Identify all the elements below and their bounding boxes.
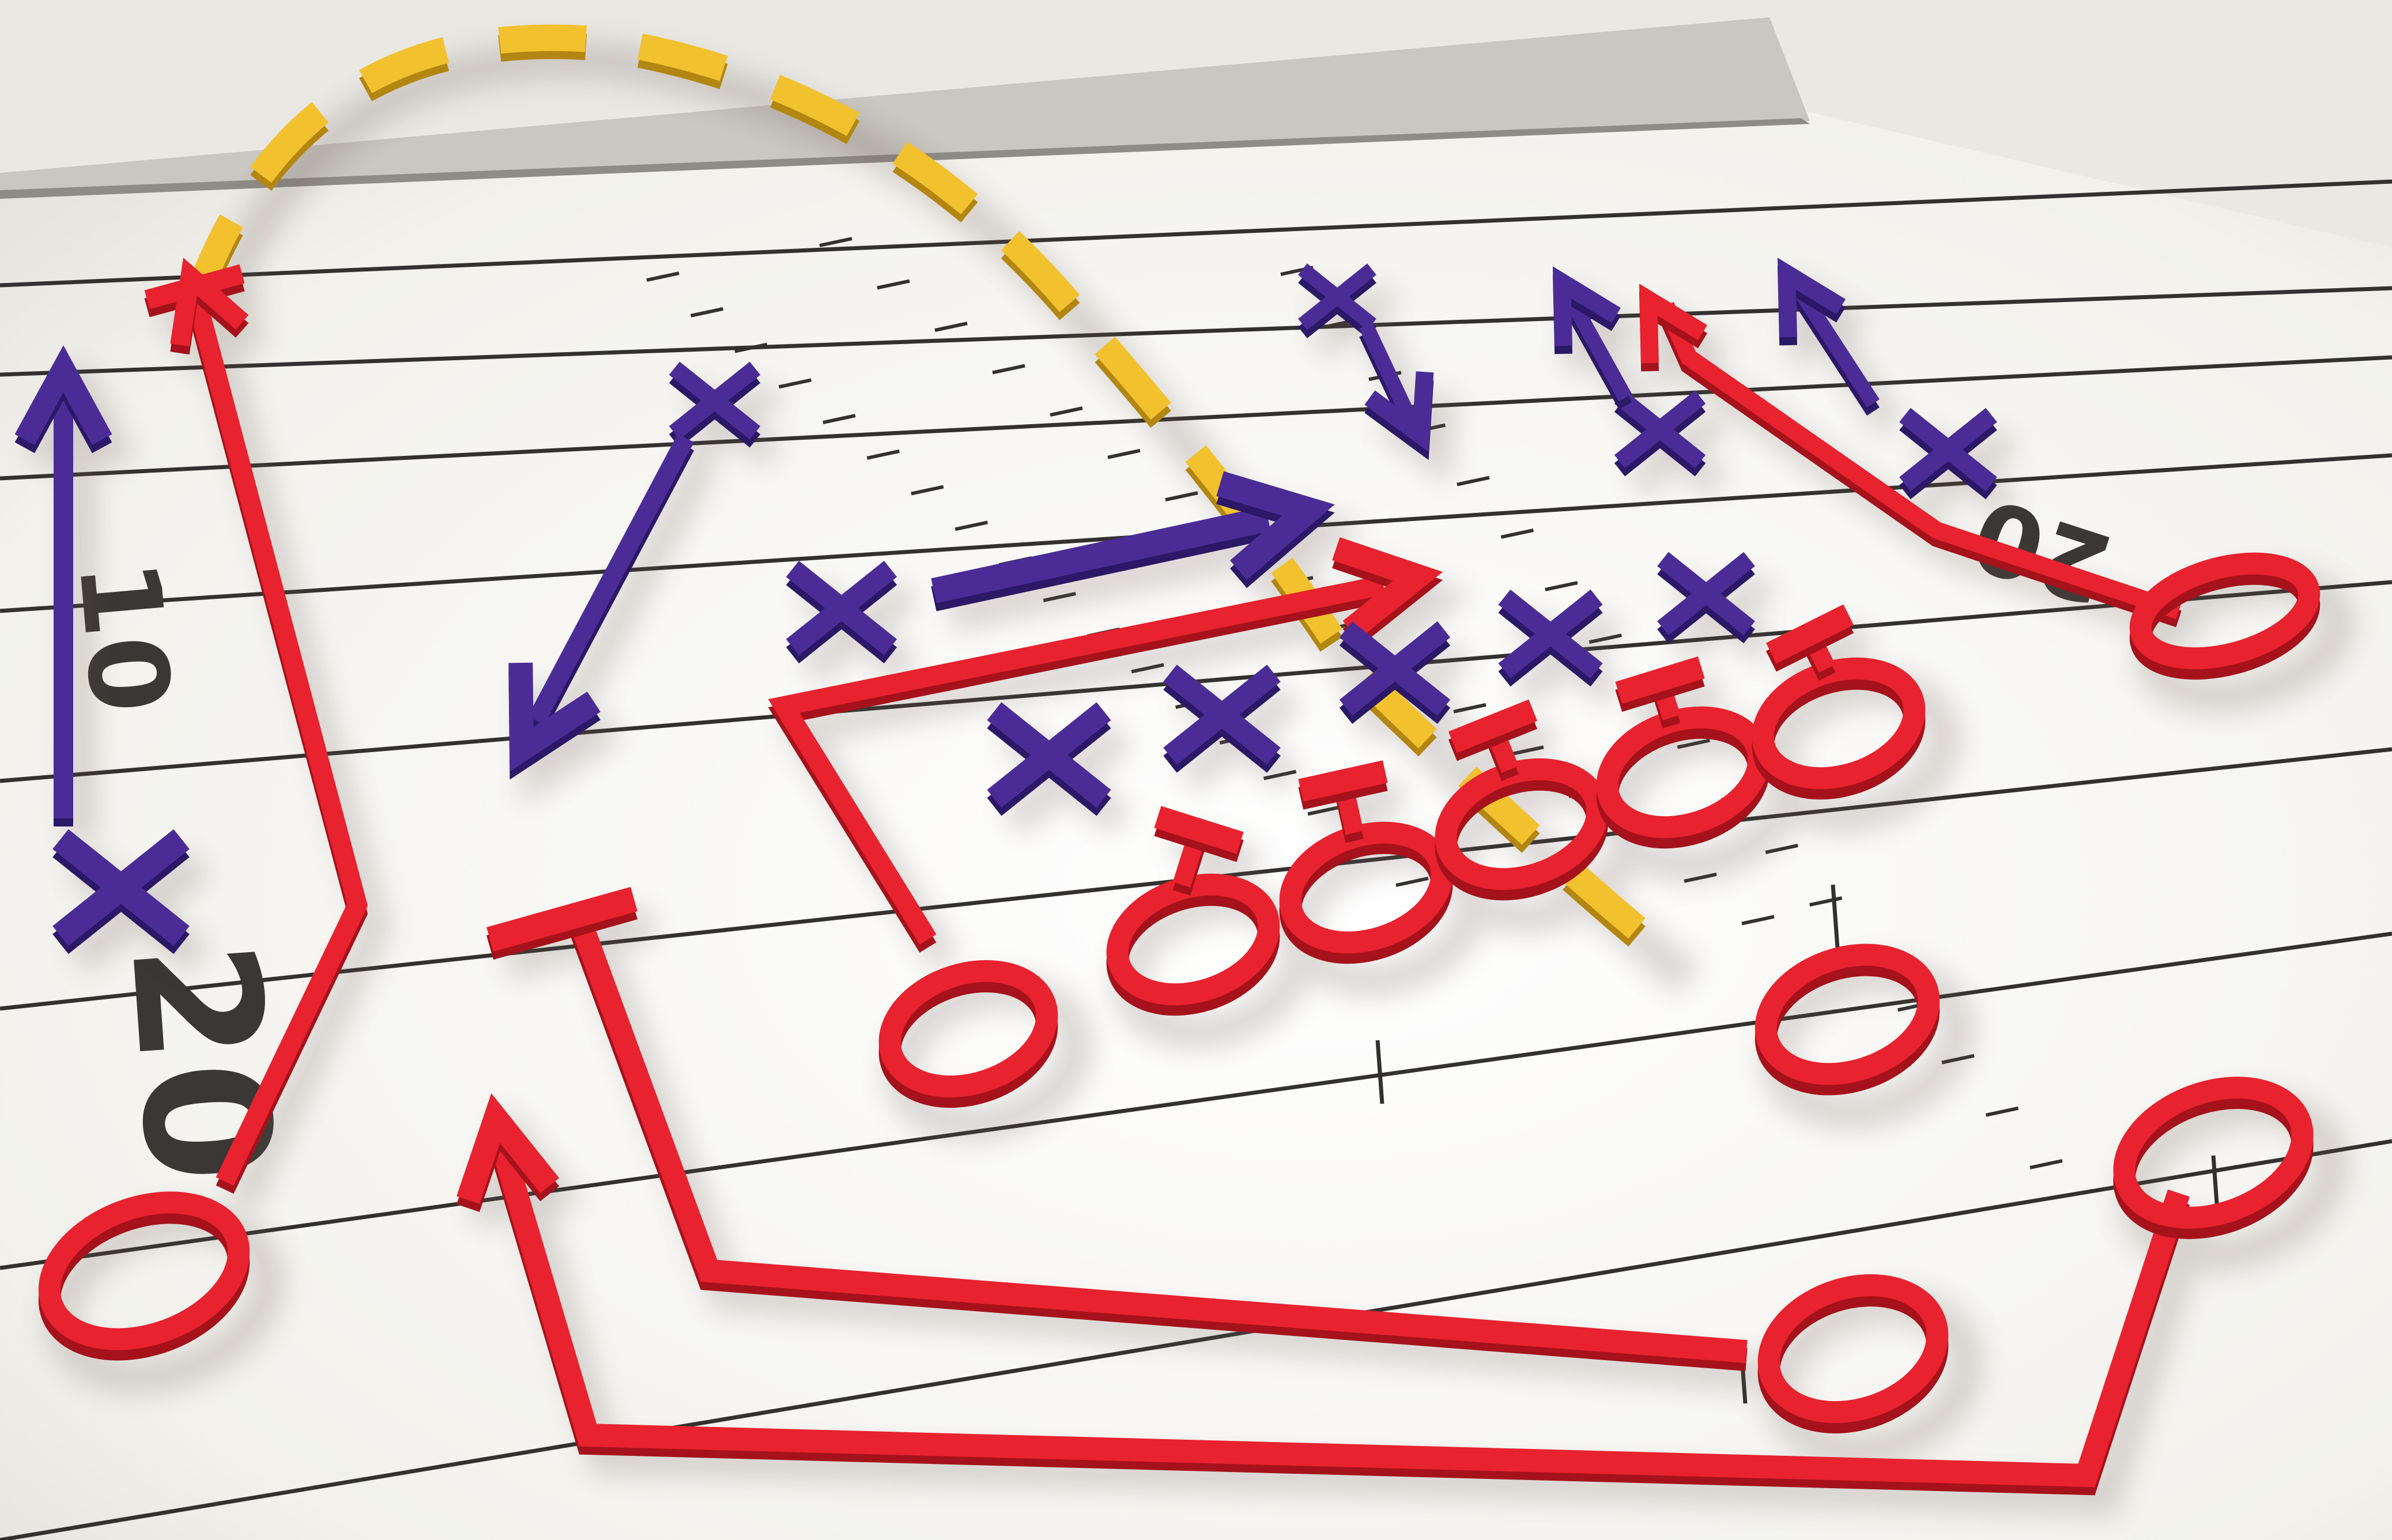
- far-sideline: [0, 17, 1810, 193]
- hash-mark: [1050, 406, 1083, 417]
- block-lineman-3-bar: [1448, 699, 1538, 753]
- player-o-right-receiver: [2129, 552, 2321, 670]
- hash-mark: [877, 279, 910, 290]
- defender-x-line-1: [987, 702, 1111, 808]
- hash-mark: [1985, 1106, 2019, 1117]
- route-left-receiver: [186, 294, 368, 1186]
- route-lb-right: [1561, 290, 1632, 402]
- player-o-far-right: [2113, 1077, 2314, 1229]
- block-lineman-1-bar: [1154, 806, 1244, 854]
- arrow-lb-right: [1552, 266, 1621, 346]
- block-lineman-2-bar: [1298, 760, 1388, 802]
- hash-mark: [992, 364, 1025, 375]
- ball-path: [183, 24, 1680, 967]
- hash-mark: [866, 449, 900, 460]
- route-defender-safety-shadow: [540, 454, 716, 750]
- defender-x-line-5: [1657, 552, 1755, 636]
- route-defender-deep: [1359, 322, 1419, 427]
- hash-mark: [911, 485, 944, 496]
- play-routes: [14, 24, 2321, 1496]
- hash-mark: [1500, 528, 1534, 539]
- hash-mark: [819, 237, 852, 247]
- hash-mark: [2029, 1159, 2063, 1169]
- arrow-right-receiver: [1639, 284, 1707, 364]
- hash-mark: [1375, 1040, 1384, 1104]
- hash-mark: [1457, 475, 1490, 486]
- arrow-left-receiver: [170, 258, 249, 347]
- defender-x-corner: [786, 561, 897, 655]
- arrow-outside: [1777, 258, 1846, 338]
- hash-mark: [1107, 448, 1141, 459]
- hash-mark: [690, 307, 724, 318]
- route-defender-corner: [931, 506, 1271, 603]
- hash-mark: [1165, 491, 1198, 502]
- yard-line: [0, 286, 2392, 377]
- block-lineman-5-bar: [1765, 604, 1854, 664]
- yard-line: [0, 179, 2392, 288]
- route-left-receiver-shadow: [198, 316, 391, 1211]
- defender-x-lb-right: [1614, 390, 1706, 469]
- route-defender-corner-shadow: [947, 524, 1289, 632]
- defender-x-line-3: [1339, 621, 1451, 716]
- player-o-qb-side: [878, 960, 1058, 1098]
- defender-x-safety: [669, 361, 761, 440]
- route-defender-safety: [527, 433, 695, 725]
- route-sweep: [484, 1120, 2190, 1488]
- yard-line: [0, 931, 2392, 1270]
- yard-line: [0, 355, 2392, 481]
- defender-x-left: [52, 829, 190, 946]
- arrow-defender-deep: [1364, 371, 1434, 452]
- hash-mark: [1545, 581, 1578, 591]
- arrow-sweep: [456, 1093, 560, 1204]
- hash-mark: [934, 322, 968, 332]
- defender-x-outside: [1899, 407, 1997, 492]
- block-running-back: [486, 886, 637, 952]
- player-o-slot: [1755, 943, 1940, 1085]
- player-o-left-receiver: [38, 1191, 250, 1350]
- arrow-defender-left: [14, 345, 112, 446]
- hash-mark: [1741, 915, 1775, 926]
- defender-x-deep: [1298, 263, 1376, 330]
- defender-x-line-2: [1163, 665, 1281, 765]
- arrow-defender-safety: [508, 662, 601, 772]
- route-running-back: [565, 907, 1748, 1363]
- arrow-qb-side: [1332, 537, 1443, 640]
- arrow-defender-corner: [1216, 471, 1335, 580]
- block-lineman-4-bar-shadow: [1631, 674, 1724, 732]
- hash-mark: [778, 378, 812, 389]
- player-o-right-back: [1757, 1274, 1949, 1424]
- hash-mark: [954, 520, 988, 531]
- hash-mark: [1809, 896, 1843, 907]
- hash-mark: [1395, 877, 1429, 887]
- hash-mark: [1831, 884, 1840, 949]
- route-outside: [1792, 284, 1880, 408]
- route-qb-side: [768, 575, 1386, 945]
- hash-mark: [646, 271, 680, 282]
- hash-mark: [823, 414, 856, 424]
- block-lineman-4-bar: [1615, 656, 1705, 704]
- defender-x-line-4: [1498, 589, 1603, 679]
- hash-mark: [734, 342, 768, 353]
- block-lineman-2-bar-shadow: [1314, 778, 1406, 830]
